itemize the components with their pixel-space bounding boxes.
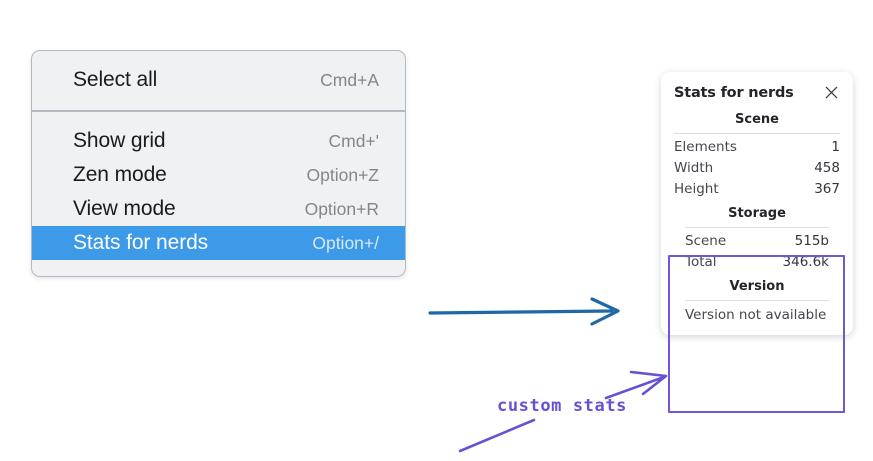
section-heading-scene: Scene [735, 112, 779, 127]
section-heading-version: Version [729, 279, 785, 294]
annotation-label: custom stats [497, 396, 628, 416]
menu-group-top: Select all Cmd+A [32, 51, 405, 112]
menu-item-select-all[interactable]: Select all Cmd+A [32, 63, 405, 97]
menu-item-shortcut: Option+/ [312, 232, 379, 253]
stats-panel-body: Scene Elements 1 Width 458 Height 367 St… [661, 105, 853, 325]
stat-row-storage-scene: Scene 515b [685, 230, 829, 251]
context-menu[interactable]: Select all Cmd+A Show grid Cmd+' Zen mod… [31, 50, 406, 277]
stats-panel-header: Stats for nerds [661, 72, 853, 105]
stats-panel-title: Stats for nerds [674, 84, 794, 101]
menu-item-label: Show grid [73, 129, 166, 152]
stat-value: 515b [794, 232, 829, 249]
version-not-available-text: Version not available [685, 307, 827, 323]
section-divider [674, 133, 840, 134]
stat-row-storage-total: Total 346.6k [685, 251, 829, 272]
stat-row-height: Height 367 [674, 178, 840, 199]
section-heading-storage: Storage [728, 206, 786, 221]
stat-label: Height [674, 180, 719, 197]
stat-label: Total [685, 253, 717, 270]
menu-item-view-mode[interactable]: View mode Option+R [32, 192, 405, 226]
stat-value: 367 [814, 180, 840, 197]
stat-value: 346.6k [782, 253, 829, 270]
stats-for-nerds-panel: Stats for nerds Scene Elements 1 Width 4… [661, 72, 853, 335]
stat-value: 1 [831, 138, 840, 155]
menu-item-shortcut: Cmd+A [320, 69, 379, 90]
section-divider [685, 300, 829, 301]
close-icon[interactable] [823, 84, 840, 101]
menu-item-show-grid[interactable]: Show grid Cmd+' [32, 124, 405, 158]
section-divider [685, 227, 829, 228]
menu-item-label: Zen mode [73, 163, 167, 186]
stat-label: Scene [685, 232, 727, 249]
menu-item-shortcut: Option+R [304, 198, 379, 219]
stat-label: Elements [674, 138, 737, 155]
menu-item-shortcut: Cmd+' [328, 130, 379, 151]
menu-item-label: Select all [73, 68, 158, 91]
custom-stats-region: Storage Scene 515b Total 346.6k Version … [674, 199, 840, 325]
menu-item-stats-for-nerds[interactable]: Stats for nerds Option+/ [32, 226, 405, 260]
menu-item-label: View mode [73, 197, 176, 220]
menu-group-bottom: Show grid Cmd+' Zen mode Option+Z View m… [32, 112, 405, 276]
menu-item-shortcut: Option+Z [306, 164, 379, 185]
stat-row-width: Width 458 [674, 157, 840, 178]
menu-item-label: Stats for nerds [73, 231, 209, 254]
stat-value: 458 [814, 159, 840, 176]
menu-item-zen-mode[interactable]: Zen mode Option+Z [32, 158, 405, 192]
stat-label: Width [674, 159, 714, 176]
stat-row-elements: Elements 1 [674, 136, 840, 157]
